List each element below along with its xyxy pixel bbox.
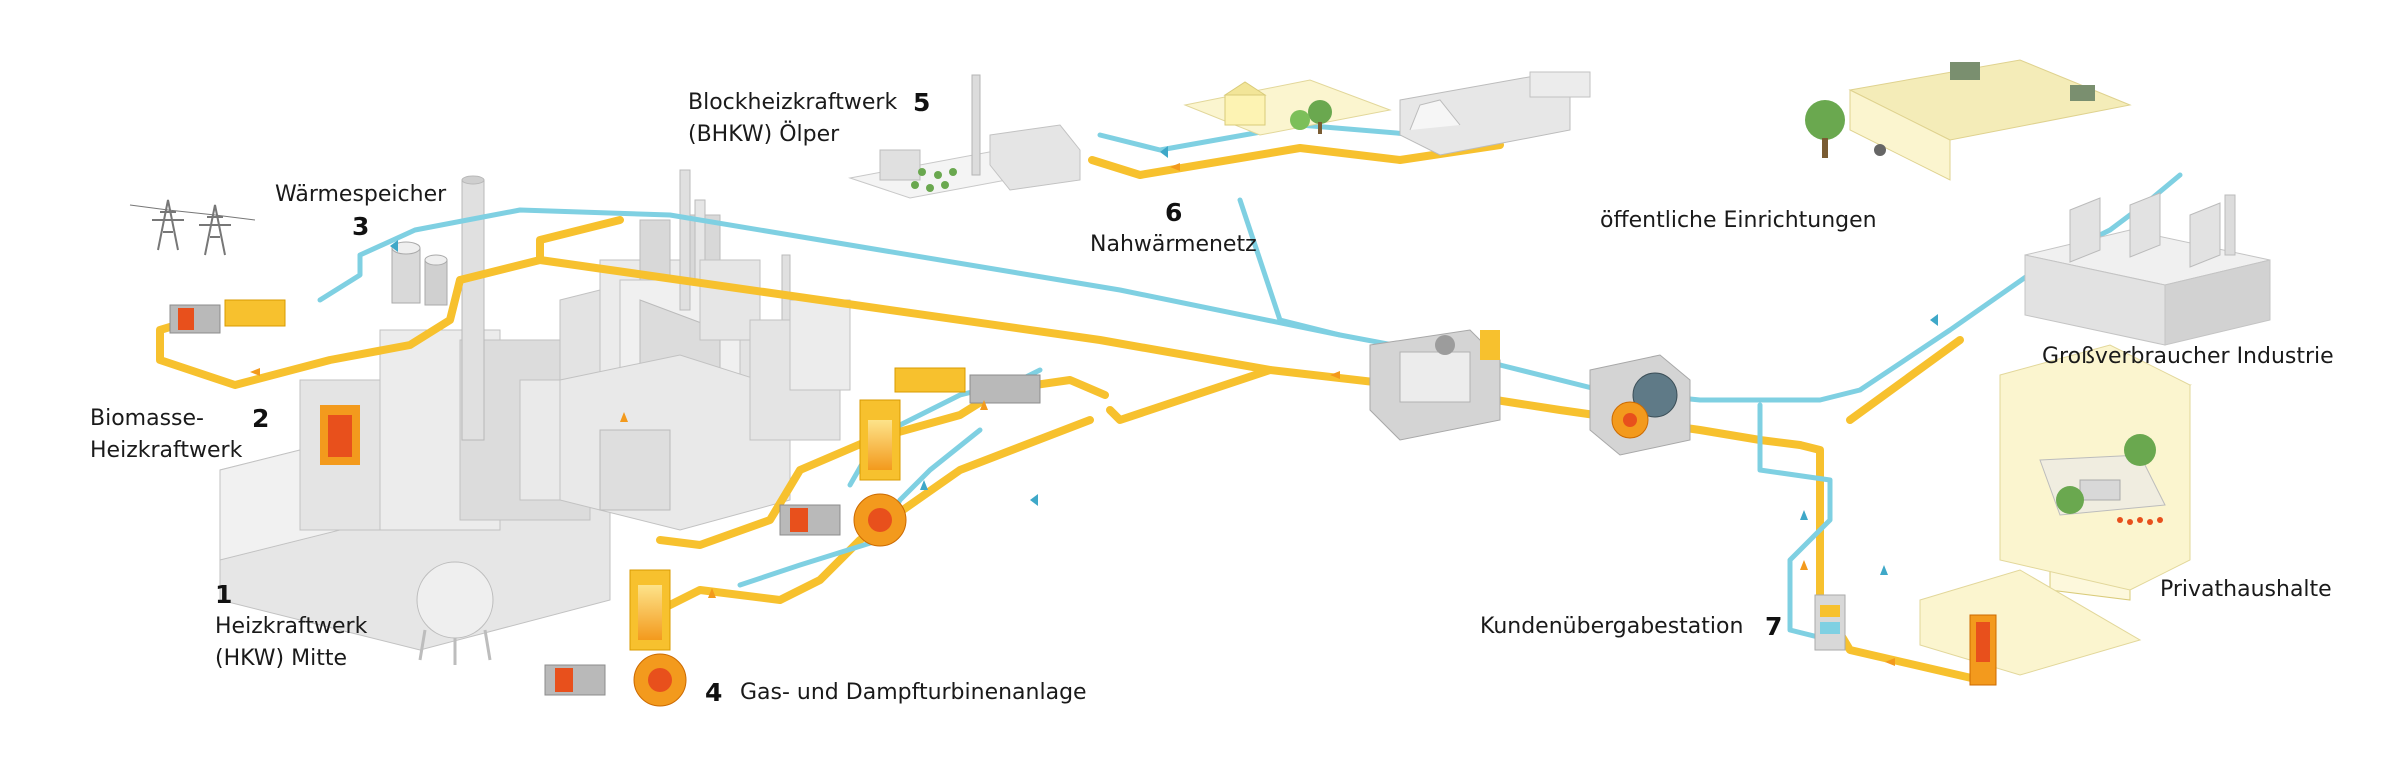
waermespeicher-number: 3 [352, 212, 370, 241]
hkw-mitte-label-line2: (HKW) Mitte [215, 646, 347, 671]
biomasse-number: 2 [252, 404, 270, 433]
nahwaerme-label: Nahwärmenetz [1090, 232, 1257, 257]
nahwaerme-number: 6 [1165, 198, 1183, 227]
industrie-label: Großverbraucher Industrie [2042, 344, 2334, 369]
central-plant-buildings [559, 169, 851, 531]
privathaushalte-label: Privathaushalte [2160, 577, 2332, 602]
gud-turbine-set-upper [779, 367, 1041, 547]
waermespeicher-label: Wärmespeicher [275, 182, 447, 207]
pump-station [1369, 329, 1501, 441]
gud-number: 4 [705, 678, 723, 707]
customer-transfer-station [1814, 594, 1846, 651]
bhkw-number: 5 [913, 88, 931, 117]
biomasse-label-line2: Heizkraftwerk [90, 438, 243, 463]
public-facilities [1805, 59, 2132, 181]
power-lines-icon [129, 199, 256, 256]
kundenuebergabestation-label: Kundenübergabestation [1480, 614, 1744, 639]
private-household [1919, 344, 2192, 686]
heat-storage-tank [391, 241, 448, 306]
heat-exchanger-station [1589, 354, 1691, 456]
kundenuebergabestation-number: 7 [1765, 612, 1783, 641]
biomasse-label-line1: Biomasse- [90, 406, 204, 431]
gud-label: Gas- und Dampfturbinenanlage [740, 680, 1087, 705]
bhkw-label-line2: (BHKW) Ölper [688, 122, 840, 147]
oeffentliche-einrichtungen-label: öffentliche Einrichtungen [1600, 208, 1877, 233]
hkw-mitte-label-line1: Heizkraftwerk [215, 614, 368, 639]
gud-turbine-set-lower [544, 569, 687, 707]
flow-direction-arrows [250, 146, 1938, 666]
biomass-turbine-set [169, 299, 286, 334]
nahwaerme-settlement [1183, 71, 1591, 156]
bhkw-oelper-plant [848, 74, 1081, 199]
hkw-mitte-number: 1 [215, 580, 233, 609]
bhkw-label-line1: Blockheizkraftwerk [688, 90, 898, 115]
industry-consumer [2024, 192, 2271, 346]
